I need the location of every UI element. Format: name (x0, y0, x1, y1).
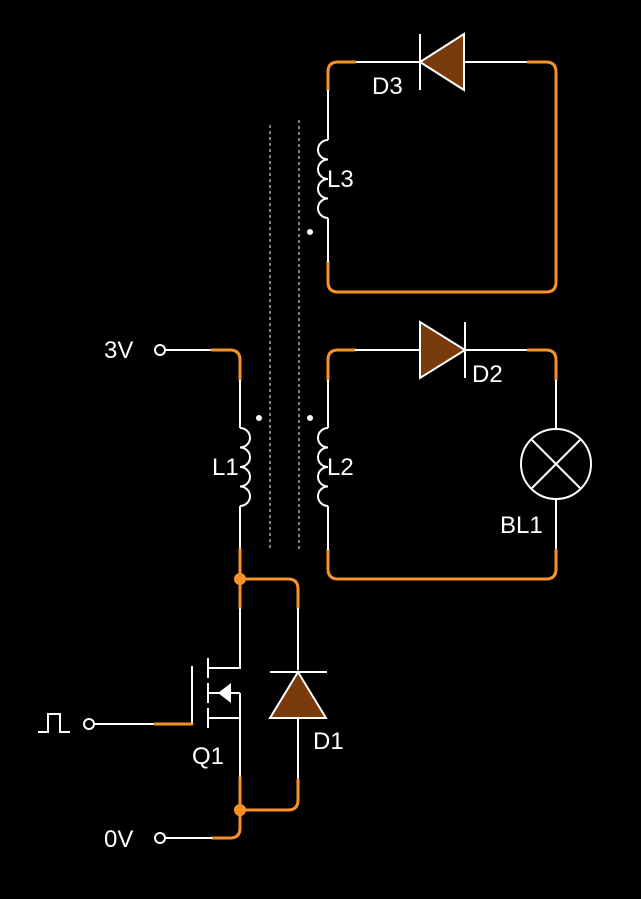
terminal-3v (154, 344, 166, 356)
label-q1: Q1 (192, 743, 224, 770)
d1-branch: D1 (268, 608, 344, 780)
label-3v: 3V (104, 337, 133, 364)
label-l1: L1 (212, 454, 239, 481)
wire-highlight (238, 577, 300, 610)
drain-wire (208, 608, 241, 669)
label-d1: D1 (313, 728, 344, 755)
label-l3: L3 (327, 166, 354, 193)
mosfet-arrow (218, 683, 231, 703)
inductor-icon (317, 427, 329, 507)
label-d3: D3 (372, 73, 403, 100)
label-l2: L2 (327, 454, 354, 481)
wire-highlight (326, 548, 558, 581)
label-d2: D2 (472, 361, 503, 388)
polarity-dot (256, 415, 262, 421)
inductor-icon (239, 427, 251, 507)
wire-highlight (326, 348, 357, 382)
polarity-dot (307, 229, 313, 235)
lamp-icon (520, 428, 592, 500)
primary-circuit: 3V L1 (104, 337, 300, 610)
polarity-dot (307, 415, 313, 421)
wire-highlight (326, 60, 558, 294)
ground-rail: 0V (104, 776, 300, 853)
wire-highlight (238, 778, 300, 812)
terminal-0v (154, 832, 166, 844)
label-bl1: BL1 (500, 512, 543, 539)
wire-highlight (210, 348, 242, 382)
mosfet-icon: Q1 (95, 608, 241, 778)
l3-d3-loop: D3 L3 (307, 32, 558, 294)
terminal-pulse (83, 718, 95, 730)
diode-icon (418, 32, 465, 92)
diode-icon (268, 670, 328, 719)
l2-d2-loop: D2 L2 BL1 (307, 320, 592, 581)
diode-icon (419, 320, 467, 380)
wire-highlight (210, 808, 242, 840)
label-0v: 0V (104, 826, 133, 853)
inductor-icon (317, 139, 329, 219)
wire-highlight (526, 348, 558, 382)
pulse-input-icon (38, 713, 70, 733)
wire-highlight (326, 60, 357, 92)
